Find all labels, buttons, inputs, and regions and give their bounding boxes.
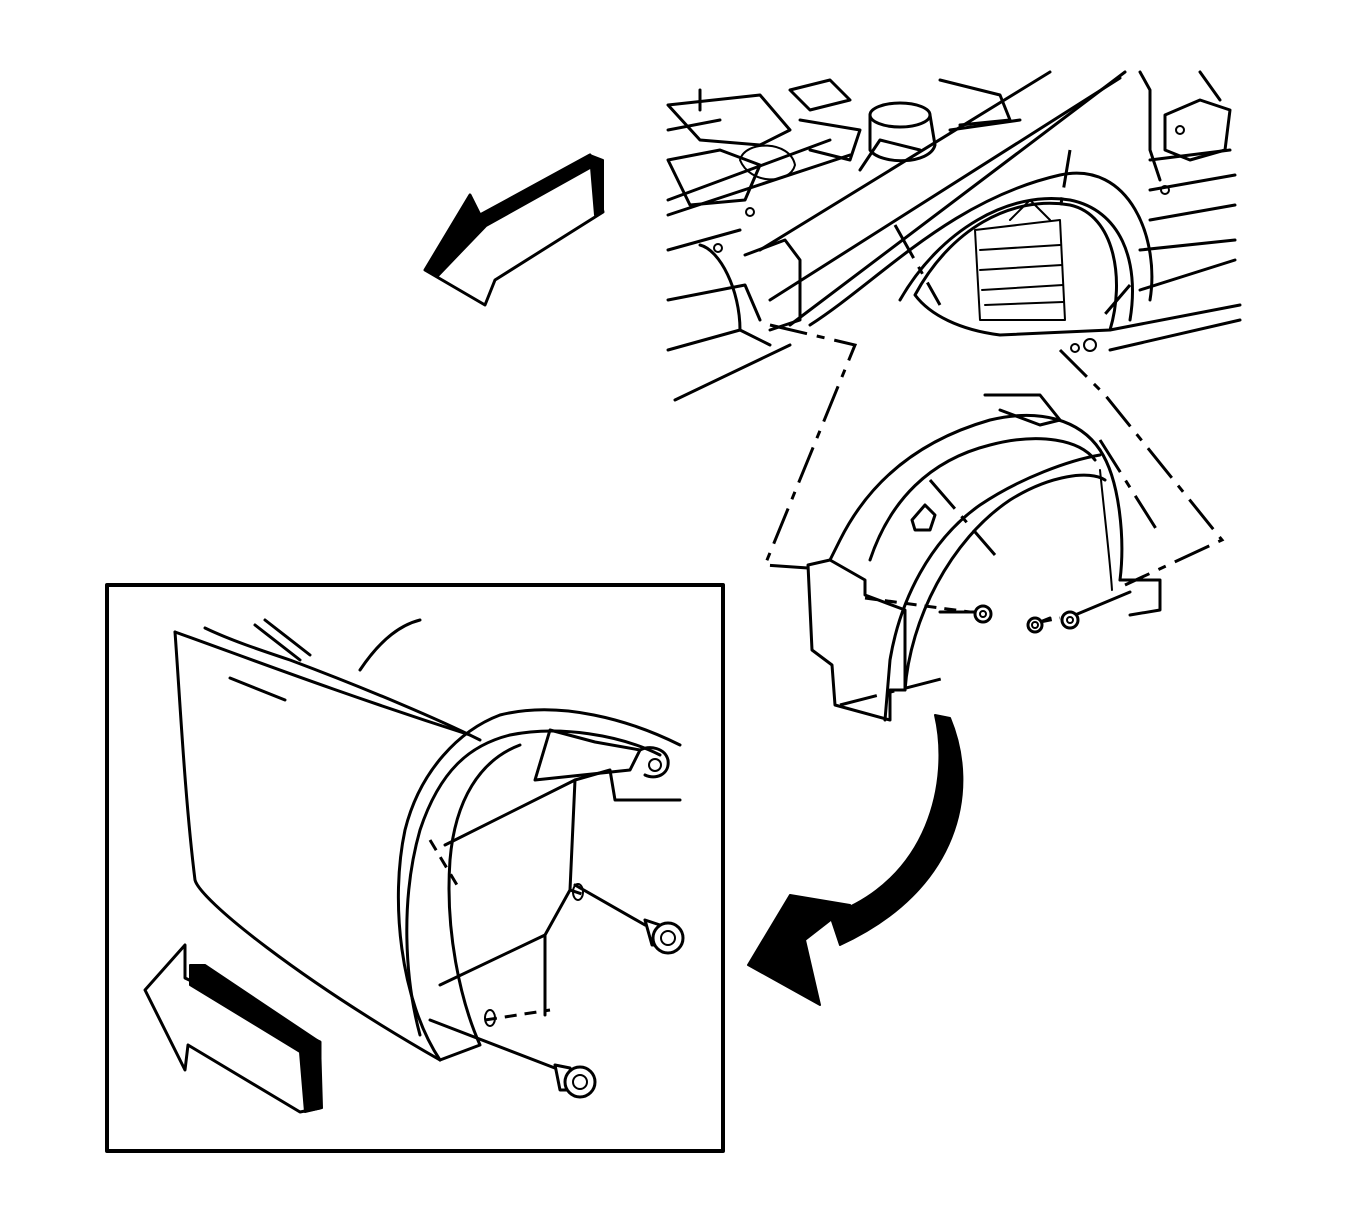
front-direction-arrow-icon	[423, 153, 605, 307]
screw-icon	[938, 604, 993, 624]
screw-icon	[1060, 590, 1132, 630]
front-direction-arrow-icon	[143, 943, 323, 1114]
inset-frame	[105, 583, 725, 1153]
screw-icon	[572, 883, 685, 955]
screw-icon	[1026, 616, 1052, 634]
screw-icon	[428, 1009, 597, 1099]
fender-liner	[806, 393, 1162, 722]
screws-exploded	[938, 590, 1132, 634]
alignment-lines	[762, 149, 1225, 707]
detail-inset	[105, 583, 725, 1153]
engine-bay-assembly	[666, 70, 1242, 402]
rotation-arrow-icon	[747, 714, 964, 1006]
